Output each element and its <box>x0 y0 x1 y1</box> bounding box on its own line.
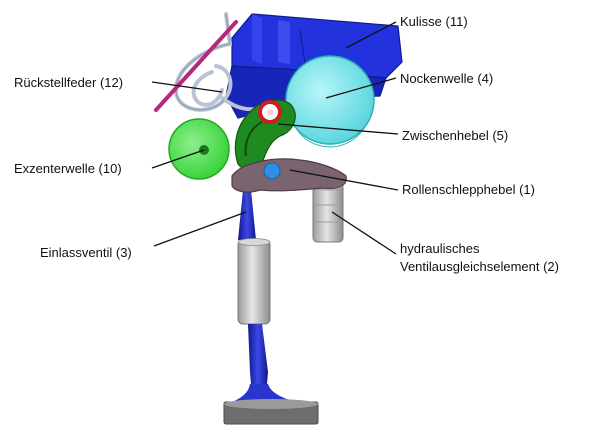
label-rueckstellfeder: Rückstellfeder (12) <box>14 75 123 90</box>
label-kulisse: Kulisse (11) <box>400 14 468 29</box>
nockenwelle-part <box>285 55 375 148</box>
leader-einlassventil <box>153 211 247 247</box>
leader-rollenschlepphebel <box>289 169 399 191</box>
einlassventil-part <box>223 190 319 425</box>
rueckstellfeder-outline <box>175 13 231 111</box>
label-einlassventil: Einlassventil (3) <box>40 245 132 260</box>
label-exzenterwelle: Exzenterwelle (10) <box>14 161 122 176</box>
exzenterwelle-part <box>168 118 230 180</box>
label-zwischenhebel: Zwischenhebel (5) <box>402 128 508 143</box>
hva-part <box>312 181 344 243</box>
leader-rueckstellfeder <box>151 81 223 93</box>
leader-exzenterwelle <box>151 149 205 169</box>
label-hva-line1: hydraulisches <box>400 241 480 256</box>
leader-hva <box>331 211 397 255</box>
zwischenhebel-part <box>234 99 296 170</box>
leader-lines <box>151 21 399 255</box>
leader-kulisse <box>345 21 397 49</box>
rollenschlepphebel-part <box>231 158 347 193</box>
leader-nockenwelle <box>325 77 397 99</box>
label-nockenwelle: Nockenwelle (4) <box>400 71 493 86</box>
label-rollenschlepphebel: Rollenschlepphebel (1) <box>402 182 535 197</box>
label-hva-line2: Ventilausgleichselement (2) <box>400 259 559 274</box>
leader-zwischenhebel <box>277 123 399 135</box>
magenta-rod <box>154 20 238 112</box>
